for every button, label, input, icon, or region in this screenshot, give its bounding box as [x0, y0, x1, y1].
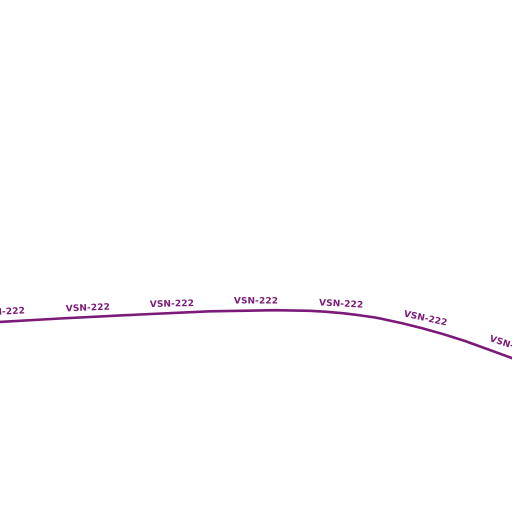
route-label: VSN-222 [0, 306, 25, 318]
route-label: VSN-222 [234, 297, 278, 307]
route-label: VSN-222 [319, 298, 364, 310]
route-line[interactable] [0, 308, 512, 361]
route-label: VSN-222 [66, 303, 111, 315]
route-label: VSN-222 [150, 299, 194, 310]
